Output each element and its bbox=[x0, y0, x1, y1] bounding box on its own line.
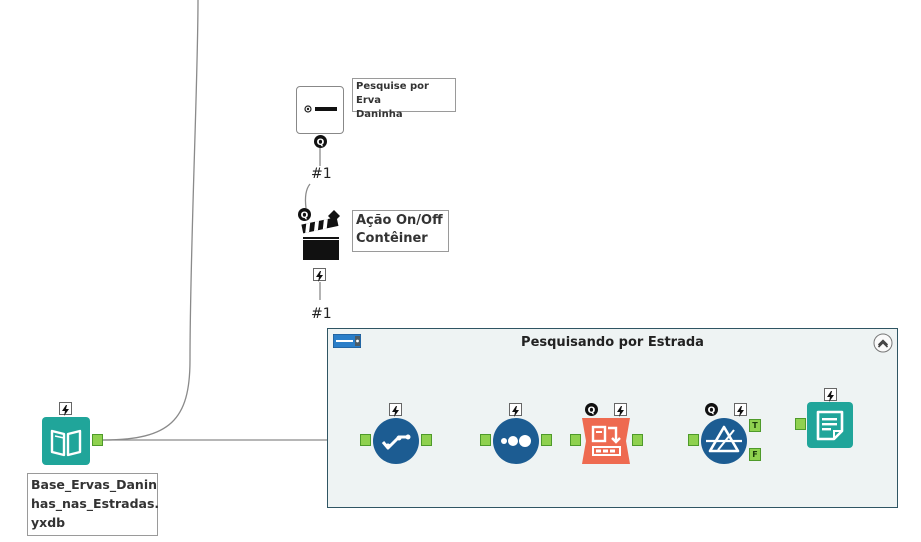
lightning-anchor-icon[interactable] bbox=[614, 403, 627, 417]
connection-label: #1 bbox=[311, 306, 332, 322]
lightning-anchor-icon[interactable] bbox=[734, 403, 747, 417]
dots-circle-icon bbox=[493, 418, 539, 464]
question-anchor-icon[interactable]: Q bbox=[314, 135, 327, 148]
svg-text:Q: Q bbox=[588, 406, 596, 416]
clapperboard-icon bbox=[301, 210, 340, 260]
input-anchor[interactable] bbox=[688, 434, 699, 446]
question-anchor-icon[interactable]: Q bbox=[298, 208, 311, 221]
text-box-icon bbox=[304, 105, 337, 113]
container-title: Pesquisando por Estrada bbox=[521, 335, 704, 350]
container-toggle-icon[interactable] bbox=[333, 334, 361, 348]
input-data-tool[interactable] bbox=[42, 417, 90, 465]
lightning-anchor-icon[interactable] bbox=[313, 268, 326, 282]
text-box-label: Pesquise por Erva Daninha bbox=[352, 78, 456, 120]
svg-text:Q: Q bbox=[317, 138, 325, 148]
browse-tool[interactable] bbox=[807, 402, 853, 448]
input-anchor[interactable] bbox=[360, 434, 371, 446]
input-anchor[interactable] bbox=[795, 418, 806, 430]
text-box-tool[interactable] bbox=[296, 86, 344, 134]
filter-tool[interactable] bbox=[700, 417, 748, 465]
lightning-anchor-icon[interactable] bbox=[59, 402, 72, 416]
svg-text:Q: Q bbox=[708, 406, 716, 416]
question-anchor-icon[interactable]: Q bbox=[585, 403, 598, 416]
lightning-anchor-icon[interactable] bbox=[509, 403, 522, 417]
false-output-anchor[interactable]: F bbox=[749, 448, 761, 461]
input-data-label: Base_Ervas_Danin has_nas_Estradas. yxdb bbox=[27, 473, 159, 536]
filter-triangle-icon bbox=[701, 418, 747, 464]
input-anchor[interactable] bbox=[570, 434, 581, 446]
checkmark-circle-icon bbox=[373, 418, 419, 464]
question-anchor-icon[interactable]: Q bbox=[705, 403, 718, 416]
action-label: Ação On/Off Contêiner bbox=[352, 210, 449, 252]
browse-icon bbox=[816, 410, 844, 441]
sample-tool[interactable] bbox=[492, 417, 540, 465]
action-tool[interactable] bbox=[300, 208, 346, 264]
output-anchor[interactable] bbox=[632, 434, 643, 446]
output-anchor[interactable] bbox=[421, 434, 432, 446]
open-book-icon bbox=[50, 429, 82, 457]
connection-label: #1 bbox=[311, 166, 332, 182]
svg-text:Q: Q bbox=[301, 211, 309, 221]
wire-input-to-upstream bbox=[102, 0, 199, 441]
select-tool[interactable] bbox=[372, 417, 420, 465]
lightning-anchor-icon[interactable] bbox=[824, 388, 837, 402]
true-output-anchor[interactable]: T bbox=[749, 419, 761, 432]
input-anchor[interactable] bbox=[480, 434, 491, 446]
output-anchor[interactable] bbox=[541, 434, 552, 446]
formula-tool[interactable] bbox=[582, 418, 630, 464]
wire-hash-to-action bbox=[304, 183, 311, 209]
lightning-anchor-icon[interactable] bbox=[389, 403, 402, 417]
collapse-icon[interactable] bbox=[873, 333, 893, 353]
formula-icon bbox=[582, 418, 630, 464]
output-anchor[interactable] bbox=[92, 434, 103, 446]
